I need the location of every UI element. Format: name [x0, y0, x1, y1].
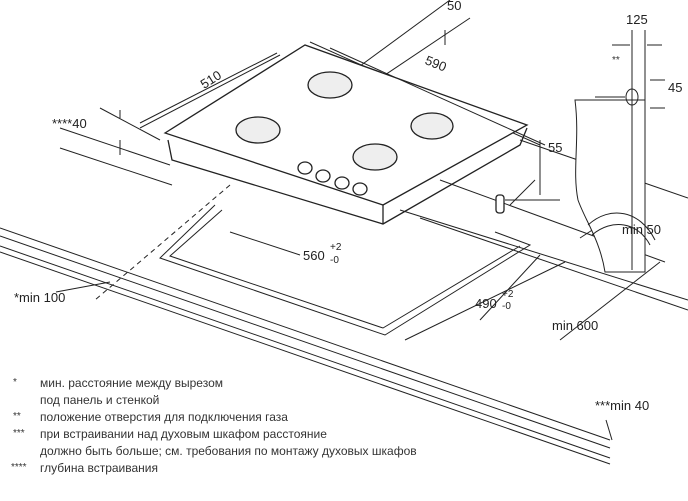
legend-text: при встраивании над духовым шкафом расст…	[40, 427, 327, 441]
dim-cutout-width-tol-minus: -0	[330, 255, 339, 266]
legend-mark: ****	[11, 462, 27, 473]
legend-text: мин. расстояние между вырезом	[40, 376, 223, 390]
hob	[163, 44, 529, 225]
legend-mark: **	[13, 411, 21, 422]
dim-min-600: min 600	[552, 318, 599, 333]
knob	[334, 176, 350, 190]
knob	[315, 169, 331, 183]
hob-dimension-lines	[99, 47, 546, 206]
gas-pipe	[495, 194, 505, 214]
burner	[235, 116, 281, 144]
dim-cutout-width: 560	[303, 248, 325, 263]
dim-cutout-width-tol-plus: +2	[330, 242, 342, 253]
gas-marker: **	[612, 55, 620, 66]
dim-cutout-depth: 490	[475, 296, 497, 311]
dim-min-40: ***min 40	[595, 398, 650, 413]
dim-min-wall: *min 100	[14, 290, 66, 305]
dim-hob-height: 55	[548, 140, 563, 155]
knob	[352, 182, 368, 196]
legend-text: должно быть больше; см. требования по мо…	[40, 444, 417, 458]
dim-top-gap: 50	[447, 0, 462, 13]
legend-text: положение отверстия для подключения газа	[40, 410, 288, 424]
dim-cutout-depth-tol-minus: -0	[502, 301, 511, 312]
dim-build-in-depth: ****40	[52, 116, 87, 131]
wall-dashed-line	[94, 184, 231, 301]
legend-mark: *	[13, 377, 17, 388]
burner	[307, 71, 353, 99]
dim-cutout-depth-tol-plus: +2	[502, 289, 514, 300]
dim-gas-height: 45	[668, 80, 683, 95]
dim-gas-offset: 125	[626, 12, 648, 27]
gas-connection-detail	[574, 30, 665, 273]
legend-text: под панель и стенкой	[40, 393, 160, 407]
legend-mark: ***	[13, 428, 25, 439]
cutout	[159, 204, 532, 336]
knob	[297, 161, 313, 175]
legend-text: глубина встраивания	[40, 461, 158, 475]
burner	[410, 112, 454, 140]
dim-min-right: min 50	[622, 222, 662, 237]
cutout-dimension-lines	[55, 224, 661, 441]
burner	[352, 143, 398, 171]
